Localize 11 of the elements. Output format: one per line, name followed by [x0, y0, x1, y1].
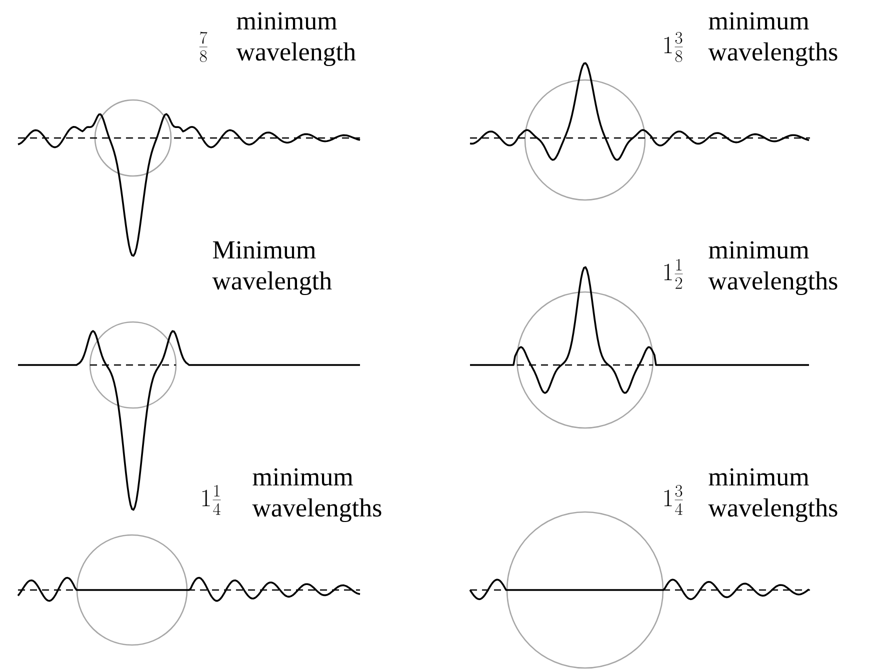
label-text: minimum wavelengths	[708, 241, 838, 296]
label-text: Minimum wavelength	[212, 241, 332, 296]
fraction-label: $1\frac{3}{4}$	[664, 484, 683, 515]
label-text: minimum wavelengths	[252, 468, 382, 522]
fraction-label: $1\frac{3}{8}$	[664, 32, 683, 62]
label-text: minimum wavelengths	[708, 12, 838, 66]
fraction-label: $1\frac{1}{4}$	[202, 484, 221, 515]
fraction-label: $\frac{7}{8}$	[199, 32, 208, 62]
label-text: minimum wavelength	[236, 12, 356, 66]
label-text: minimum wavelengths	[708, 468, 838, 522]
fraction-label: $1\frac{1}{2}$	[664, 258, 683, 289]
